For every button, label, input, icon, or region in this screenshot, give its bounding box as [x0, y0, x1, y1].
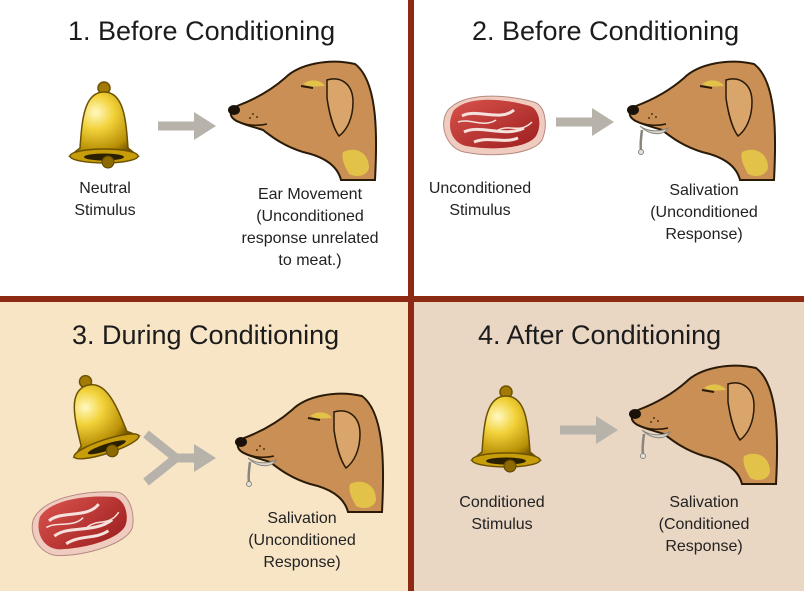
dog-head-icon	[629, 366, 777, 484]
steak-icon	[444, 96, 546, 155]
dog-head-icon	[627, 62, 775, 180]
bell-icon	[70, 82, 138, 168]
merge-arrow-icon	[146, 434, 216, 482]
drool-icon	[639, 126, 669, 155]
steak-icon	[27, 484, 139, 562]
drool-icon	[641, 430, 671, 459]
arrow-icon	[556, 108, 614, 136]
arrow-icon	[158, 112, 216, 140]
dog-head-icon	[235, 394, 383, 512]
panel-during-conditioning: 3. During Conditioning Salivation(Uncond…	[0, 302, 408, 591]
dog-head-icon	[228, 62, 376, 180]
bell-icon	[51, 365, 142, 468]
bell-icon	[472, 386, 540, 472]
drool-icon	[247, 458, 277, 487]
arrow-icon	[560, 416, 618, 444]
